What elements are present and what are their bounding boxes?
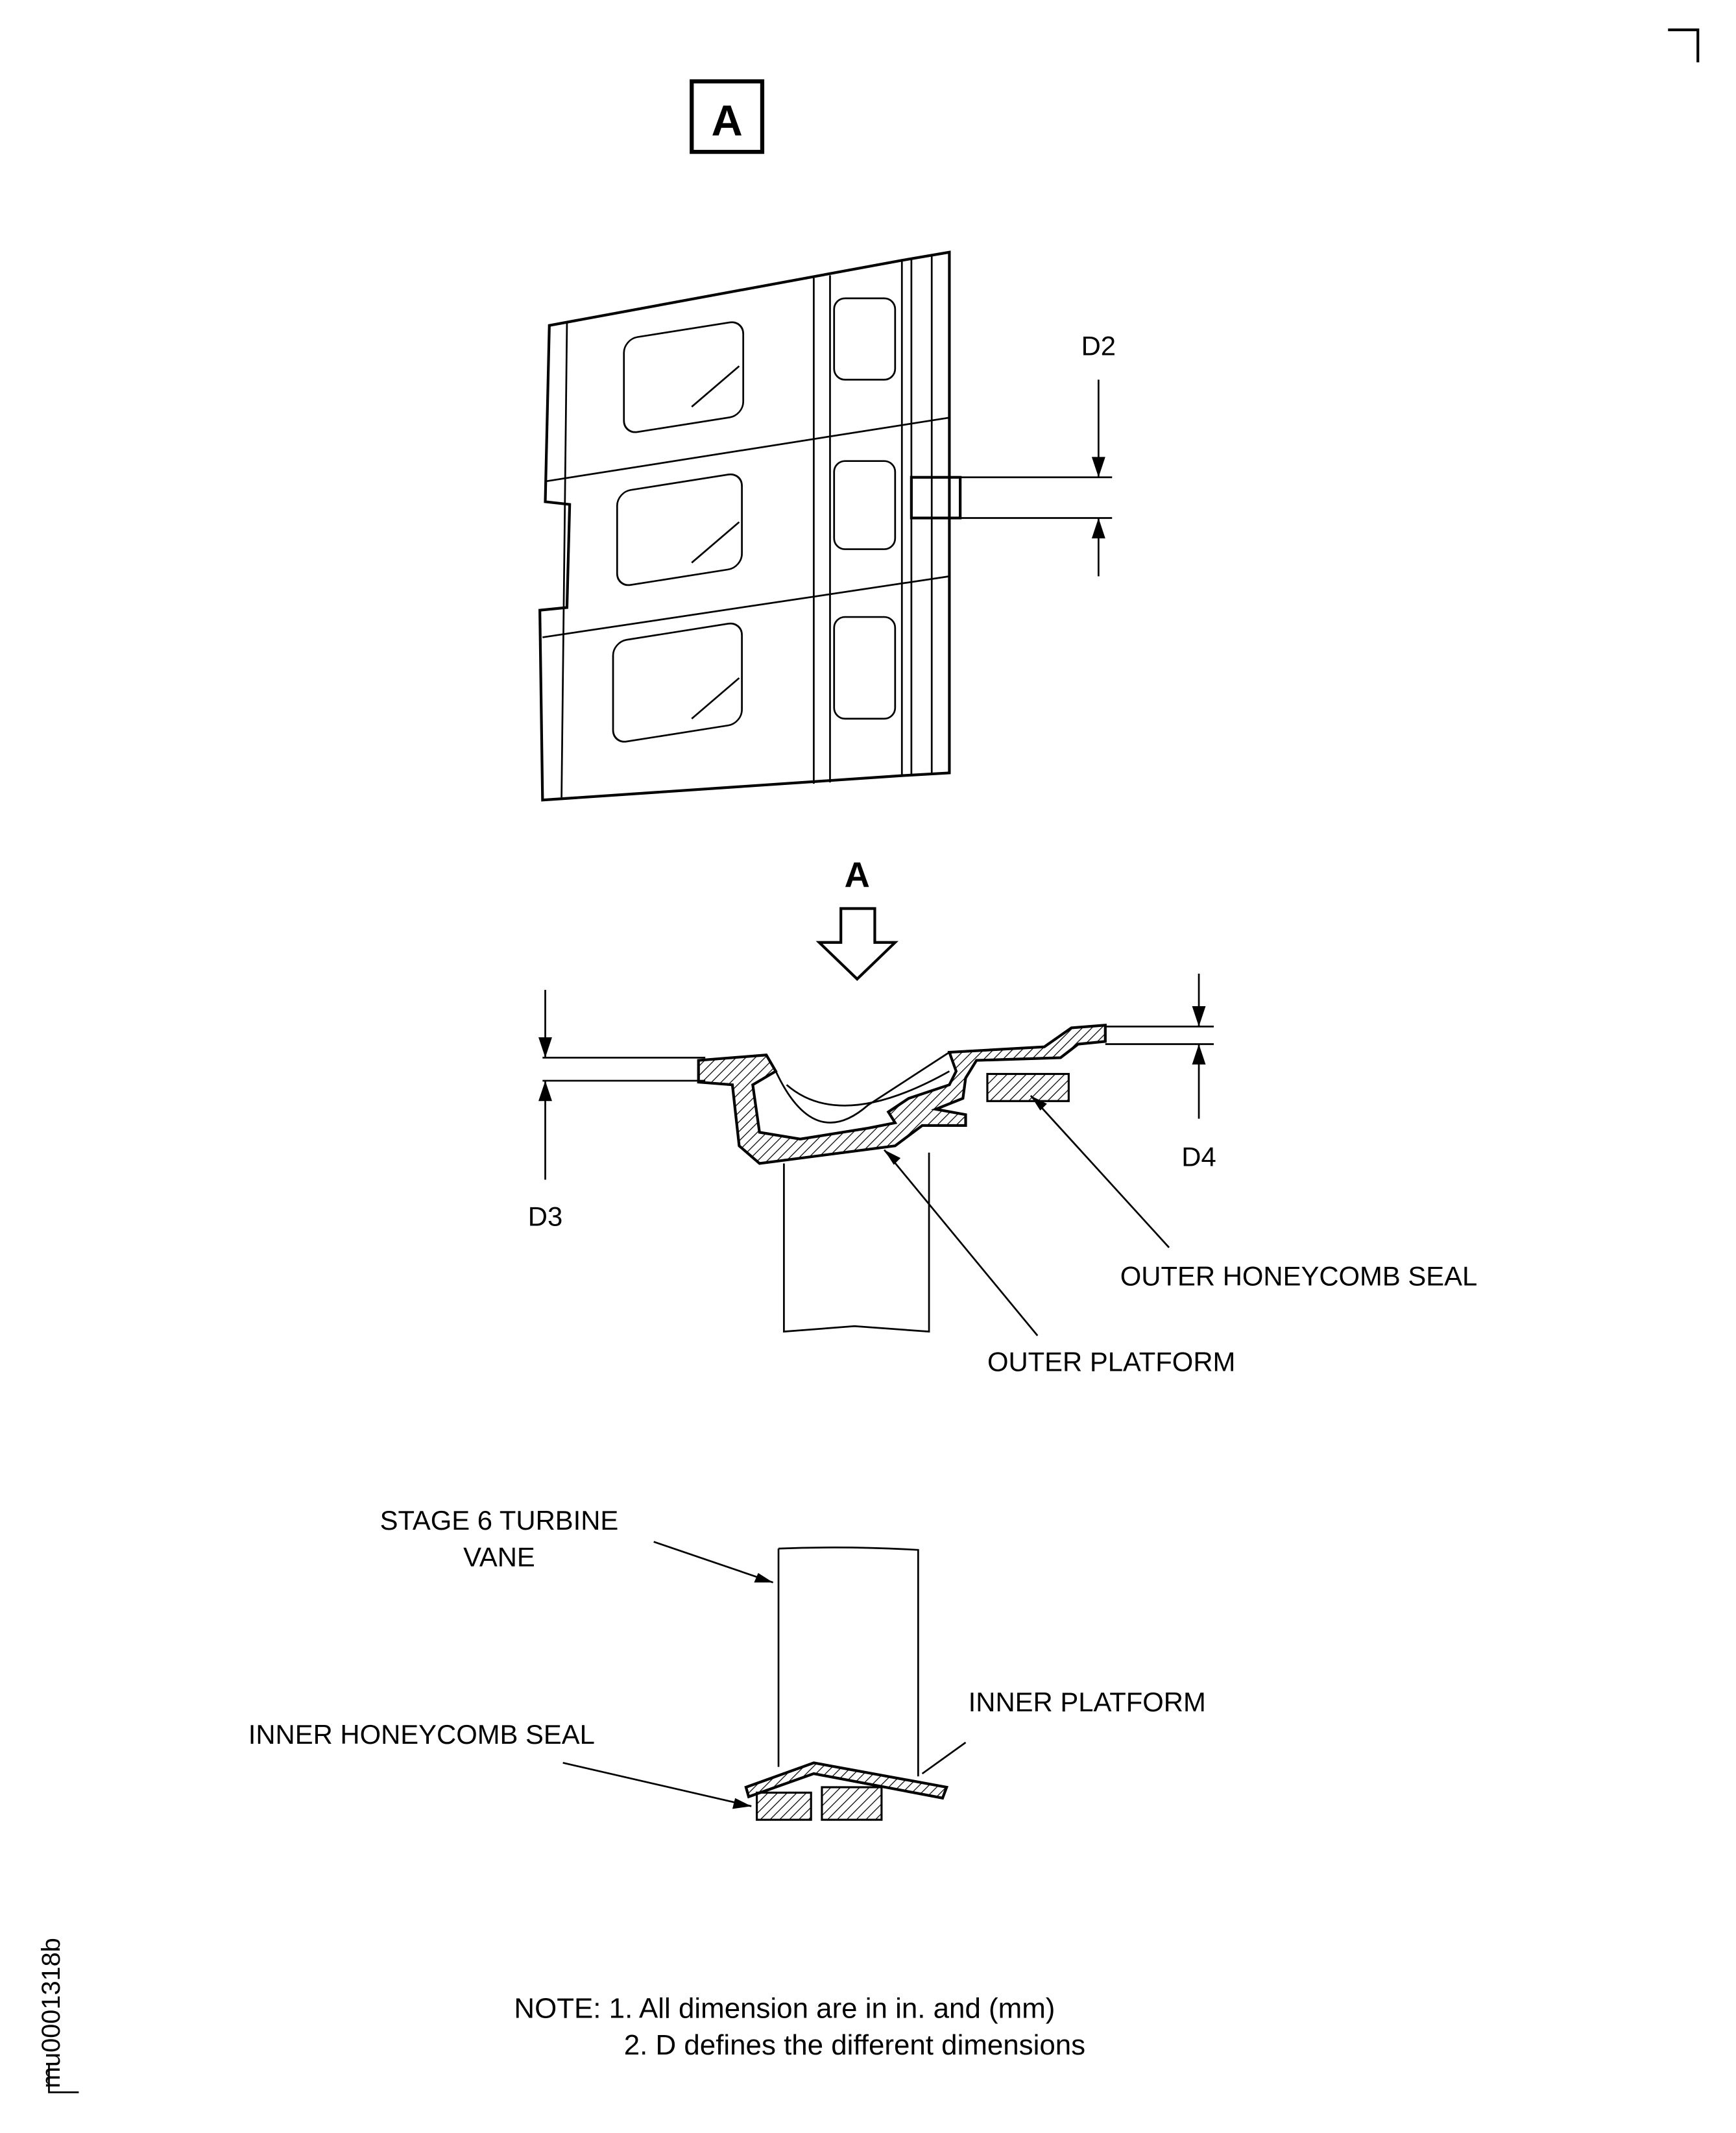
stage6-vane-label-line2: VANE	[463, 1541, 535, 1572]
figure-id-bracket	[48, 2064, 79, 2093]
outer-platform-section	[542, 1023, 1214, 1333]
stage6-vane-label-line1: STAGE 6 TURBINE	[380, 1505, 619, 1536]
leader-outer-honeycomb	[1030, 1095, 1170, 1248]
view-label-text: A	[711, 97, 742, 145]
leader-inner-honeycomb	[562, 1762, 752, 1807]
leader-inner-platform	[921, 1741, 967, 1775]
leader-outer-platform	[884, 1149, 1039, 1336]
vane-segment-top-view	[538, 250, 962, 802]
figure-id: mu0001318b	[37, 1938, 66, 2088]
view-arrow-a: A	[815, 855, 898, 982]
inner-platform-section	[744, 1547, 949, 1821]
corner-mark	[1668, 28, 1700, 63]
view-arrow-label: A	[845, 855, 870, 895]
note-line-1: NOTE: 1. All dimension are in in. and (m…	[514, 1992, 1055, 2024]
d4-label: D4	[1181, 1142, 1216, 1172]
d3-label: D3	[528, 1201, 562, 1232]
outer-platform-label: OUTER PLATFORM	[987, 1346, 1235, 1377]
view-a-label: A	[690, 79, 765, 154]
inner-honeycomb-seal-label: INNER HONEYCOMB SEAL	[248, 1719, 595, 1750]
dimension-d3: D3	[528, 989, 562, 1232]
inner-platform-label: INNER PLATFORM	[969, 1687, 1206, 1717]
outer-honeycomb-seal-label: OUTER HONEYCOMB SEAL	[1120, 1261, 1477, 1292]
d2-label: D2	[1081, 331, 1116, 361]
note-line-2: 2. D defines the different dimensions	[624, 2029, 1085, 2061]
leader-vane	[653, 1541, 774, 1584]
dimension-d4: D4	[1181, 973, 1216, 1172]
dimension-d2: D2	[960, 331, 1116, 577]
